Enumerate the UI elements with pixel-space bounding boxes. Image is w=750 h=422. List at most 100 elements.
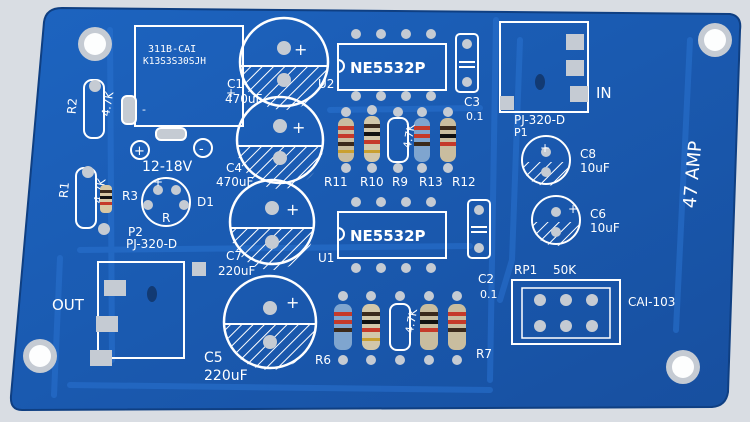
resistor-row-bottom — [334, 291, 466, 365]
r3-label: R3 — [122, 189, 138, 203]
u1-label: U1 — [318, 251, 334, 265]
component-box-mark-2: + — [226, 86, 236, 100]
pad — [82, 166, 94, 178]
output-model: PJ-320-D — [126, 237, 177, 251]
chip-u2-label: NE5532P — [350, 59, 426, 77]
c8-label: C8 — [580, 147, 596, 161]
resistor-footprint-r2 — [83, 79, 105, 139]
pad — [462, 77, 472, 87]
input-jack-pad-4 — [500, 96, 514, 110]
pad — [143, 200, 153, 210]
d1-label: D1 — [197, 195, 214, 209]
input-model: PJ-320-D — [514, 113, 565, 127]
svg-text:+: + — [286, 200, 299, 219]
output-jack-outline — [97, 261, 185, 359]
capacitor-c5: + — [222, 274, 318, 370]
c1-value: 470uF — [225, 92, 263, 106]
mounting-hole-tr — [698, 23, 732, 57]
resistor-row-top — [338, 105, 456, 173]
capacitor-c3-outline — [455, 33, 479, 93]
r-bottom-value: 4.7K — [403, 307, 420, 334]
resistor-band — [100, 202, 112, 205]
r10-label: R10 — [360, 175, 384, 189]
capacitor-c4: + — [235, 95, 325, 189]
resistor-band — [100, 196, 112, 199]
input-jack-pad-1 — [566, 34, 584, 50]
power-slot-1 — [121, 95, 137, 125]
r11-label: R11 — [324, 175, 348, 189]
output-jack-pad-2 — [96, 316, 118, 332]
input-jack-outline — [499, 21, 589, 113]
u2-label: U2 — [318, 77, 334, 91]
power-voltage-label: 12-18V — [142, 159, 193, 175]
c7-label: C7 — [226, 249, 242, 263]
pad — [89, 80, 101, 92]
rp1-label: RP1 — [514, 263, 537, 277]
component-box-line2: K13S3S30SJH — [143, 56, 206, 67]
chip-u2-pads — [351, 29, 436, 101]
mounting-hole-bl — [23, 339, 57, 373]
output-jack-pad-4 — [192, 262, 206, 276]
c2-value: 0.1 — [480, 288, 498, 301]
mounting-hole-br — [666, 350, 700, 384]
power-minus-symbol — [193, 138, 213, 158]
r9-value: 4.7K — [401, 122, 418, 149]
resistor-band — [100, 190, 112, 193]
output-jack-pad-1 — [104, 280, 126, 296]
pad — [474, 205, 484, 215]
diode-d1-outline — [141, 177, 191, 227]
p2-label: P2 — [128, 225, 143, 239]
pad — [474, 243, 484, 253]
r1-label: R1 — [57, 181, 72, 198]
svg-text:+: + — [294, 40, 307, 59]
potentiometer-rp1-outline — [511, 279, 621, 345]
chip-u1-outline — [337, 211, 447, 259]
capacitor-c1: + — [238, 16, 330, 110]
potentiometer-pads — [534, 294, 598, 332]
component-box-mark-1: - — [142, 103, 146, 116]
output-jack-pad-3 — [90, 350, 112, 366]
power-slot-2 — [155, 127, 187, 141]
pad — [153, 185, 163, 195]
capacitor-c2-outline — [467, 199, 491, 259]
c5-value: 220uF — [204, 368, 248, 384]
svg-text:+: + — [568, 202, 578, 216]
power-plus: + — [134, 144, 145, 159]
r13-label: R13 — [419, 175, 443, 189]
c7-value: 220uF — [218, 264, 256, 278]
capacitor-c6: + — [531, 195, 581, 246]
input-jack-slot — [535, 74, 545, 90]
power-plus-symbol — [130, 140, 150, 160]
p1-label: P1 — [514, 126, 528, 139]
svg-text:+: + — [286, 293, 299, 312]
c6-label: C6 — [590, 207, 606, 221]
c4-value: 470uF — [216, 175, 254, 189]
capacitor-c8: + — [521, 135, 571, 186]
svg-text:+: + — [292, 118, 305, 137]
potentiometer-rp1-frame — [521, 287, 611, 339]
pad — [171, 185, 181, 195]
r9-label: R9 — [392, 175, 408, 189]
chip-u1-label: NE5532P — [350, 227, 426, 245]
rp1-value: 50K — [553, 263, 577, 277]
r6-label: R6 — [315, 353, 331, 367]
potentiometer-model: CAI-103 — [628, 295, 675, 309]
c3-value: 0.1 — [466, 110, 484, 123]
pad — [462, 39, 472, 49]
chip-u1-pads — [351, 197, 436, 273]
r12-label: R12 — [452, 175, 476, 189]
c6-value: 10uF — [590, 221, 620, 235]
c8-value: 10uF — [580, 161, 610, 175]
c2-label: C2 — [478, 272, 494, 286]
d1-plus: + — [153, 175, 163, 189]
pad — [98, 223, 110, 235]
output-label: OUT — [52, 296, 85, 314]
capacitor-c7: + — [228, 178, 316, 270]
input-label: IN — [596, 84, 612, 102]
input-jack-pad-2 — [566, 60, 584, 76]
c1-label: C1 — [227, 77, 243, 91]
component-box-line1: 311B-CAI — [148, 44, 196, 55]
output-jack-slot — [147, 286, 157, 302]
power-minus: - — [199, 142, 204, 157]
svg-text:+: + — [540, 141, 550, 155]
